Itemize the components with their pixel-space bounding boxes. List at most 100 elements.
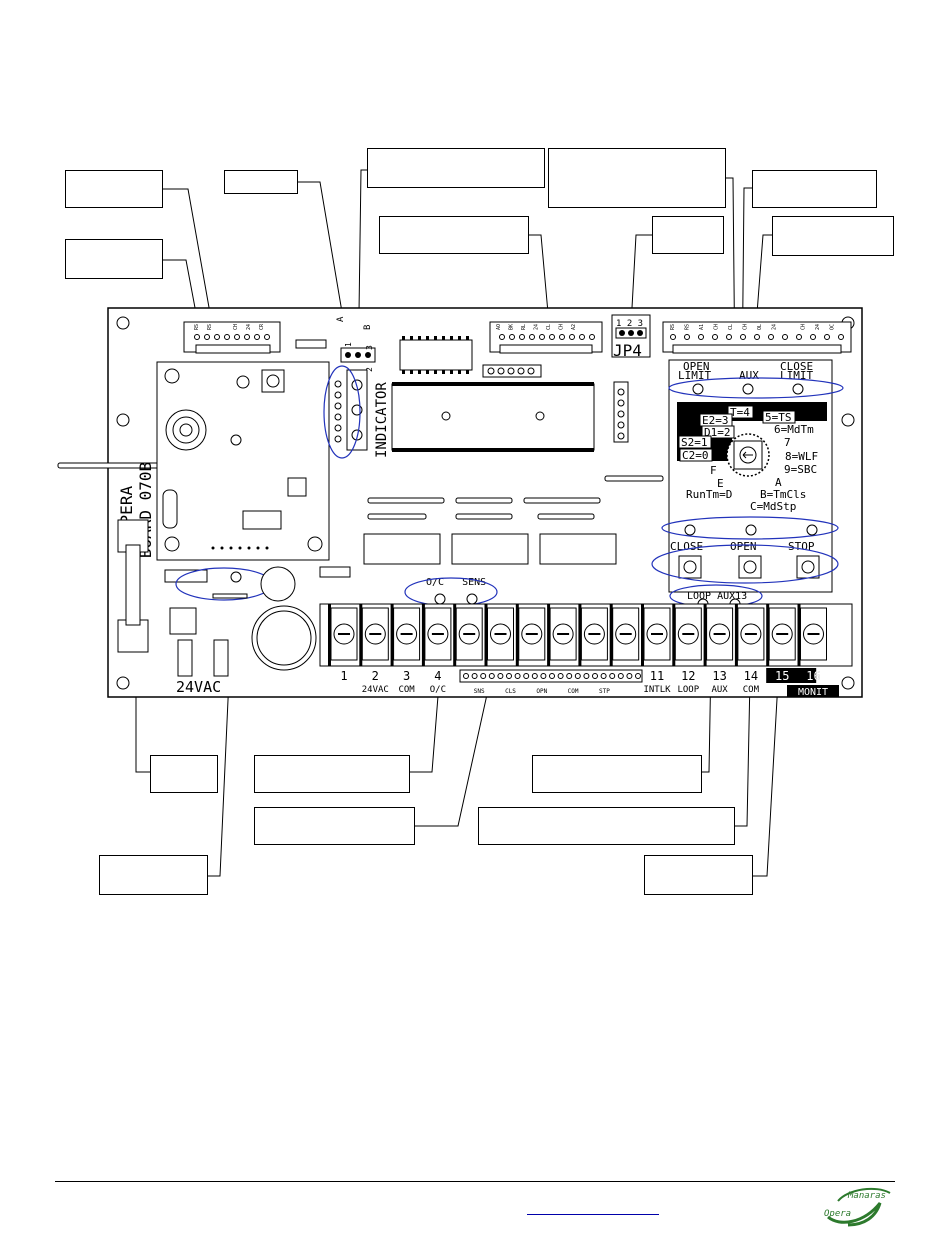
- connector-pin-label: 24: [534, 324, 540, 330]
- callout-fuse: [150, 755, 218, 793]
- terminal-number: 4: [434, 669, 441, 683]
- terminal-label: O/C: [430, 685, 446, 695]
- terminal-number: 1: [340, 669, 347, 683]
- connector-pin-label: RS: [685, 324, 691, 330]
- callout-loop-aux-leds: [532, 755, 702, 793]
- dial-setting-label: E2=3: [702, 414, 729, 427]
- connector-pin-label: RS: [670, 324, 676, 330]
- monitor-badge: [787, 685, 839, 697]
- terminal-label: OPN: [536, 688, 547, 695]
- connector-pin-label: OL: [757, 324, 763, 330]
- jp4-label: JP4: [613, 341, 642, 360]
- callout-jumper-ab: [224, 170, 298, 194]
- terminal-number: 11: [650, 669, 664, 683]
- terminal-label: CLS: [505, 688, 516, 695]
- terminal-number: 14: [744, 669, 758, 683]
- connector-pin-label: 24: [246, 324, 252, 330]
- callout-middle-leds: [644, 855, 753, 895]
- terminal-label: SNS: [474, 688, 485, 695]
- callout-oc-sens: [254, 755, 410, 793]
- terminal-number: 12: [681, 669, 695, 683]
- middle-connector: [489, 321, 603, 354]
- ic-small-top: [399, 336, 473, 374]
- pushbutton-label: OPEN: [730, 540, 757, 553]
- footer-rule: [55, 1181, 895, 1182]
- callout-pushbuttons: [478, 807, 735, 845]
- right-connector: [662, 321, 852, 354]
- terminal-number: 15: [775, 669, 789, 683]
- connector-pin-label: 24: [815, 324, 821, 330]
- connector-pin-label: RL: [521, 324, 527, 330]
- connector-pin-label: A2: [571, 324, 577, 330]
- control-panel: [668, 359, 833, 593]
- callout-receiver-module: [65, 239, 163, 279]
- terminal-label: INTLK: [643, 685, 671, 695]
- terminal-label: COM: [398, 685, 415, 695]
- jumper-number-2: 2: [365, 367, 374, 372]
- open-limit-label-2: LIMIT: [678, 369, 711, 382]
- power-label: 24VAC: [176, 678, 221, 696]
- connector-pin-label: RS: [194, 324, 200, 330]
- callout-dip-dial: [772, 216, 894, 256]
- dial-setting-label: 7: [784, 436, 791, 449]
- callout-aux-led: [752, 170, 877, 208]
- connector-pin-label: OC: [830, 324, 836, 330]
- terminal-label: COM: [568, 688, 579, 695]
- open-limit-label-1: OPEN: [683, 360, 710, 373]
- jumper-letter-a: A: [336, 316, 346, 322]
- connector-pin-label: CR: [259, 323, 265, 330]
- receiver-module: [156, 361, 330, 561]
- connector-pin-label: 24: [772, 324, 778, 330]
- aux-label: AUX: [739, 369, 759, 382]
- dial-setting-label: RunTm=D: [686, 488, 732, 501]
- connector-pin-label: CH: [714, 324, 720, 330]
- left-connector: [183, 321, 281, 354]
- pushbuttons-highlight: [651, 544, 839, 584]
- jumper-number-1: 1: [344, 342, 353, 347]
- terminal-number: 3: [403, 669, 410, 683]
- terminal-label: AUX: [711, 685, 728, 695]
- manaras-opera-logo: Manaras Opera: [824, 1187, 891, 1227]
- terminal-number: 16: [806, 669, 820, 683]
- callout-middle-connector: [379, 216, 529, 254]
- middle-leds-highlight: [661, 516, 839, 540]
- jumper-letter-b: B: [363, 325, 373, 330]
- dial-setting-label: B=TmCls: [760, 488, 806, 501]
- callout-power-led: [99, 855, 208, 895]
- connector-pin-label: CH: [559, 324, 565, 330]
- dial-setting-label: A: [775, 476, 782, 489]
- connector-pin-label: CL: [546, 324, 552, 330]
- monitor-label: MONIT: [798, 687, 828, 698]
- microcontroller: [391, 382, 595, 452]
- terminal-number: 13: [712, 669, 726, 683]
- limit-leds-highlight: [668, 377, 844, 399]
- dial-setting-label: F: [710, 464, 717, 477]
- resistor-strips: [367, 475, 664, 520]
- callout-indicator: [367, 148, 545, 188]
- dial-setting-label: 6=MdTm: [774, 423, 814, 436]
- close-limit-label-1: CLOSE: [780, 360, 813, 373]
- connector-pin-label: BK: [509, 324, 515, 330]
- dial-setting-label: 5=TS: [765, 411, 792, 424]
- power-led-area: [164, 566, 351, 677]
- connector-pin-label: CH: [233, 324, 239, 330]
- callout-sensor-pot: [254, 807, 415, 845]
- terminal-label: LOOP: [677, 685, 699, 695]
- terminal-block: 1224VAC3COM4O/C5SNS6CLS7OPN8COM9STP1011I…: [319, 603, 853, 695]
- terminal-label: 24VAC: [362, 685, 389, 695]
- dial-setting-label: S2=1: [681, 436, 708, 449]
- terminal-label: STP: [599, 688, 610, 695]
- connector-pin-label: A1: [699, 324, 705, 330]
- callout-jp4: [652, 216, 724, 254]
- footer-link[interactable]: [527, 1201, 659, 1215]
- indicator-label: INDICATOR: [374, 382, 390, 458]
- logo-text-bottom: Opera: [824, 1209, 851, 1219]
- dial-setting-label: E: [717, 477, 724, 490]
- loop-aux-label: LOOP AUX13: [687, 591, 747, 602]
- callout-receiver-connector: [65, 170, 163, 208]
